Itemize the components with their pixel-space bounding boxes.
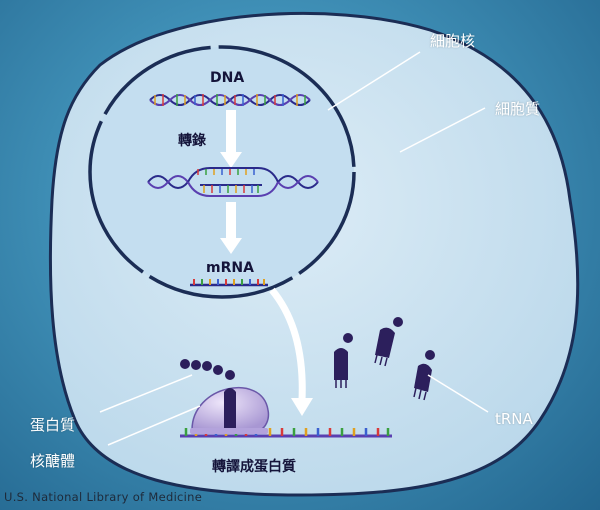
ribosome: [190, 386, 270, 434]
trna-3: [413, 350, 435, 401]
leader-protein: [99, 374, 193, 413]
mrna-strand: [190, 279, 268, 287]
label-cytoplasm: 細胞質: [495, 100, 541, 118]
label-nucleus: 細胞核: [430, 32, 476, 50]
leader-nucleus: [327, 51, 421, 111]
label-trna: tRNA: [495, 410, 533, 428]
dna-helix: [149, 94, 311, 106]
transcription-arrow: [220, 110, 242, 168]
protein-chain: [180, 359, 235, 380]
trna-1: [334, 333, 353, 388]
cytoplasm-mrna: [180, 428, 392, 438]
unwinding-dna: [147, 167, 319, 197]
leader-trna: [427, 374, 489, 413]
label-mrna: mRNA: [206, 260, 254, 276]
label-dna: DNA: [210, 70, 245, 86]
leader-ribosome: [107, 405, 201, 446]
leader-cytoplasm: [399, 107, 486, 153]
label-translation: 轉譯成蛋白質: [212, 459, 296, 475]
mrna-arrow: [220, 202, 242, 254]
credit-text: U.S. National Library of Medicine: [4, 490, 203, 504]
label-protein: 蛋白質: [30, 416, 76, 434]
label-transcription: 轉錄: [178, 133, 206, 149]
label-ribosome: 核醣體: [30, 452, 76, 470]
export-arrow: [269, 287, 313, 416]
trna-2: [374, 317, 403, 367]
